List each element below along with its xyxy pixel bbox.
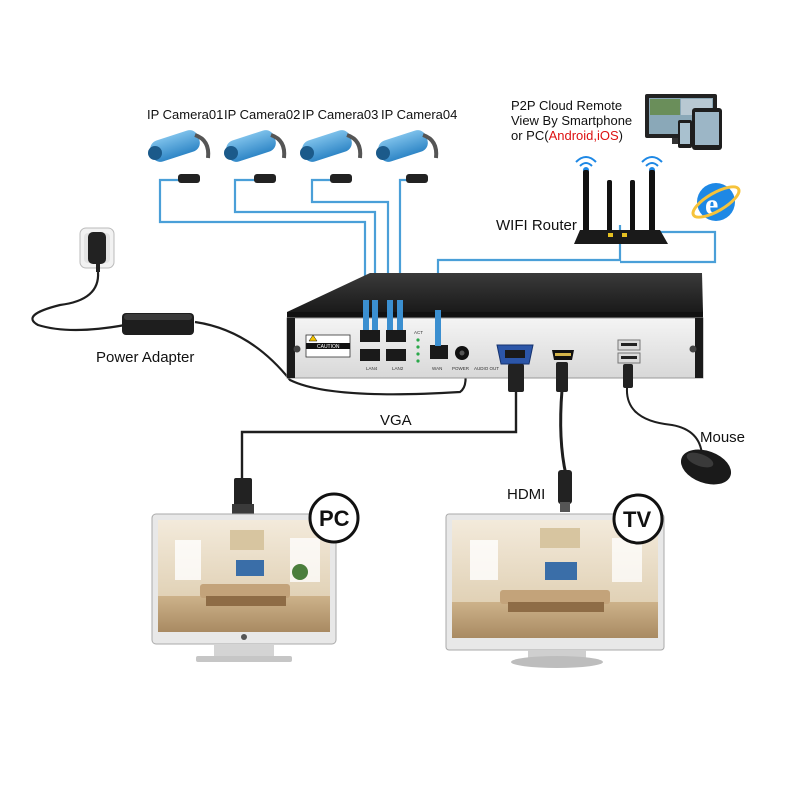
act-leds: ACT	[414, 330, 423, 363]
mouse-device: Mouse	[623, 364, 745, 485]
act-label: ACT	[414, 330, 423, 335]
pc-badge: PC	[308, 492, 360, 544]
wan-label: WAN	[432, 366, 442, 371]
wifi-signal-right-icon	[641, 156, 663, 173]
hdmi-port	[552, 350, 574, 360]
caution-sticker: CAUTION	[305, 334, 351, 358]
vga-port	[496, 344, 534, 365]
power-adapter-label: Power Adapter	[96, 349, 194, 366]
cloud-line-2: View By Smartphone	[511, 113, 632, 128]
power-adapter: Power Adapter	[96, 313, 194, 366]
mouse-label: Mouse	[700, 429, 745, 446]
usb-ports	[617, 339, 641, 364]
hdmi-cable: HDMI	[507, 362, 572, 512]
ip-camera-02: IP Camera02	[224, 107, 300, 183]
cable-camera03	[310, 178, 390, 300]
power-socket	[79, 227, 115, 272]
cable-router-internet	[620, 230, 717, 264]
camera-label-01: IP Camera01	[147, 107, 223, 122]
cloud-line-1: P2P Cloud Remote	[511, 98, 622, 113]
wifi-signal-left-icon	[575, 156, 597, 173]
cloud-line-3-highlight: Android,iOS	[549, 128, 619, 143]
camera-label-03: IP Camera03	[302, 107, 378, 122]
lan4-label: LAN4	[366, 366, 378, 371]
pc-badge-text: PC	[319, 506, 350, 531]
nvr-recorder: CAUTION LAN4 LAN2 ACT WAN	[286, 273, 704, 379]
tv-badge-text: TV	[623, 507, 651, 532]
lan-ports: LAN4 LAN2	[360, 300, 406, 371]
wifi-router-label: WIFI Router	[496, 217, 577, 234]
power-label: POWER	[452, 366, 470, 371]
cable-camera01	[158, 178, 367, 300]
vga-cable: VGA	[232, 364, 524, 514]
power-jack: POWER	[452, 346, 470, 371]
caution-text: CAUTION	[317, 344, 340, 350]
ip-camera-03: IP Camera03	[300, 107, 378, 183]
lan2-label: LAN2	[392, 366, 404, 371]
p2p-cloud-caption: P2P Cloud Remote View By Smartphone or P…	[511, 98, 632, 143]
internet-browser-icon: e	[691, 183, 741, 221]
vga-label: VGA	[380, 412, 412, 429]
tv-badge: TV	[612, 493, 664, 545]
camera-group: IP Camera01 IP Camera02 IP Camera03 IP C…	[147, 107, 457, 183]
cloud-line-3-suffix: )	[619, 128, 623, 143]
hdmi-label: HDMI	[507, 486, 545, 503]
audio-out-label: AUDIO OUT	[474, 366, 499, 371]
cloud-line-3: or PC(Android,iOS)	[511, 128, 623, 143]
wifi-router: WIFI Router	[496, 170, 668, 244]
power-cables	[31, 271, 467, 396]
ip-camera-04: IP Camera04	[376, 107, 457, 183]
ip-camera-01: IP Camera01	[147, 107, 223, 183]
camera-label-04: IP Camera04	[381, 107, 457, 122]
cable-camera02	[233, 178, 377, 300]
tv-screen	[445, 513, 665, 668]
cloud-line-3-prefix: or PC(	[511, 128, 549, 143]
remote-devices-icon	[645, 94, 722, 150]
camera-label-02: IP Camera02	[224, 107, 300, 122]
pc-monitor	[151, 513, 337, 662]
wan-port: WAN	[430, 310, 448, 371]
